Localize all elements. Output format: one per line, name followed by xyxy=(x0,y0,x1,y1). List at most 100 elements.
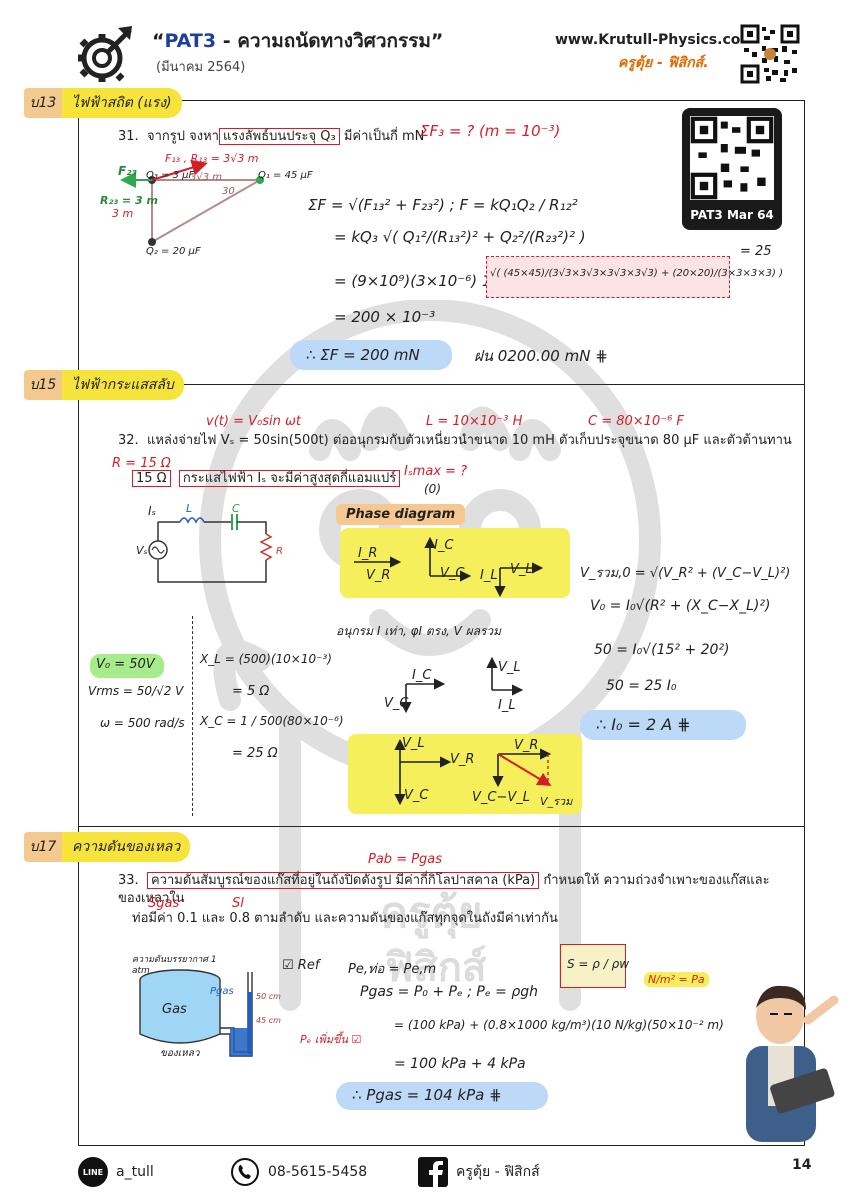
q33-pe-eq: Pe,ท่อ = Pe,m xyxy=(348,962,437,977)
q32-answer-text: ∴ I₀ = 2 A ⋕ xyxy=(596,715,691,734)
fig-label-f23: F₂₃ xyxy=(118,164,137,178)
section-label: ไฟฟ้าสถิต (แรง) xyxy=(62,88,182,118)
question-number: 32. xyxy=(118,433,139,448)
qr-code-icon xyxy=(690,116,774,200)
phase2-ic: I_C xyxy=(412,668,432,683)
watermark-text-2: ฟิสิกส์ xyxy=(385,945,487,991)
q31-eq-2: = kQ₃ √( Q₁²/(R₁₃²)² + Q₂²/(R₂₃²)² ) xyxy=(334,228,586,246)
fig-label-atm: ความดันบรรยากาศ 1 atm xyxy=(132,955,217,976)
fig-label-liquid: ของเหลว xyxy=(160,1048,200,1059)
content-frame xyxy=(78,100,805,1146)
q32-ann-i0: (0) xyxy=(424,482,441,496)
phase-vr: V_R xyxy=(366,568,391,583)
q32-rhs-4: 50 = 25 I₀ xyxy=(606,678,677,694)
website-link[interactable]: www.Krutull-Physics.com xyxy=(555,32,755,48)
qr-badge[interactable]: PAT3 Mar 64 xyxy=(682,108,782,230)
question-text: กำหนดให้ ความถ่วงจำเพาะของแก๊สและของเหลว… xyxy=(118,873,770,906)
fig-label-50cm: 50 cm xyxy=(256,992,281,1001)
phase3-vr: V_R xyxy=(450,752,475,767)
q33-answer: ∴ Pgas = 104 kPa ⋕ xyxy=(336,1082,548,1110)
q31-eq-3c: = 25 xyxy=(740,244,772,259)
fig-label-f13: F₁₃ , R₁₃ = 3√3 m xyxy=(165,152,259,165)
section-label: ความดันของเหลว xyxy=(62,832,191,862)
phase3-vsum: V_รวม xyxy=(540,795,573,808)
footer-facebook[interactable]: ครูตุ้ย - ฟิสิกส์ xyxy=(418,1157,540,1187)
q32-omega: ω = 500 rad/s xyxy=(100,716,185,730)
q33-eq-2: = (100 kPa) + (0.8×1000 kg/m³)(10 N/kg)(… xyxy=(394,1018,724,1032)
phase-ic: I_C xyxy=(434,538,454,553)
q31-eq-4: = 200 × 10⁻³ xyxy=(334,308,436,326)
phase-diagram-arrows xyxy=(354,536,544,598)
question-text: จากรูป จงหา xyxy=(146,129,219,144)
q32-vrms: Vrms = 50/√2 V xyxy=(88,684,184,698)
fig-label-angle: 30 xyxy=(222,186,235,197)
title-code: PAT3 xyxy=(164,30,217,52)
question-highlight: แรงลัพธ์บนประจุ Q₃ xyxy=(218,128,340,145)
circuit-label-vs: Vₛ xyxy=(136,544,148,557)
header-qr-code-icon[interactable] xyxy=(740,24,800,84)
page-subtitle: (มีนาคม 2564) xyxy=(156,60,246,75)
q32-rhs-2: V₀ = I₀√(R² + (X_C−X_L)²) xyxy=(590,598,771,614)
section-tag-b15: บ15 ไฟฟ้ากระแสสลับ xyxy=(24,370,184,400)
phase-note: อนุกรม I เท่า, φI ตรง, V ผลรวม xyxy=(336,624,502,638)
q32-xc-1: X_C = 1 / 500(80×10⁻⁶) xyxy=(200,714,344,728)
fig-label-q3: Q₃ = 3 μF xyxy=(146,170,195,181)
page-number: 14 xyxy=(792,1157,812,1173)
facebook-name: ครูตุ้ย - ฟิสิกส์ xyxy=(456,1164,540,1180)
fig-label-45cm: 45 cm xyxy=(256,1016,281,1025)
section-tag-b17: บ17 ความดันของเหลว xyxy=(24,832,191,862)
fig-label-q1: Q₁ = 45 μF xyxy=(258,170,313,181)
q33-ref: ☑ Ref xyxy=(282,958,320,973)
question-32-line2: 15 Ω กระแสไฟฟ้า Iₛ จะมีค่าสูงสุดกี่แอมแป… xyxy=(132,470,401,488)
fig-label-gas: Gas xyxy=(162,1002,187,1017)
footer-phone[interactable]: 08-5615-5458 xyxy=(230,1157,367,1187)
phone-number: 08-5615-5458 xyxy=(268,1164,368,1180)
fig-label-r23: R₂₃ = 3 m xyxy=(100,194,158,207)
q33-ann-sgas: Sgas xyxy=(148,896,180,911)
q32-v0: V₀ = 50V xyxy=(96,657,155,672)
q32-rhs-3: 50 = I₀√(15² + 20²) xyxy=(594,642,730,658)
q32-ann-v: v(t) = V₀sin ωt xyxy=(206,414,301,429)
q32-ann-i: Iₛmax = ? xyxy=(404,464,468,479)
q32-ann-r: R = 15 Ω xyxy=(112,456,171,471)
gas-tank-figure xyxy=(139,969,253,1057)
question-highlight: ความดันสัมบูรณ์ของแก๊สที่อยู่ในถังปิดดัง… xyxy=(146,872,540,889)
q32-xl-2: = 5 Ω xyxy=(232,684,270,699)
q32-ann-l: L = 10×10⁻³ H xyxy=(426,414,523,429)
circuit-label-r: R xyxy=(276,546,283,557)
footer-line[interactable]: LINE a_tull xyxy=(78,1157,154,1187)
section-number: บ15 xyxy=(24,370,62,400)
phase-diagram-2 xyxy=(400,656,524,714)
q31-answer-text: ∴ ΣF = 200 mN xyxy=(306,346,420,364)
q31-eq-3b: √( (45×45)/(3√3×3√3×3√3×3√3) + (20×20)/(… xyxy=(490,268,783,279)
section-divider xyxy=(78,100,805,101)
fig-label-q2: Q₂ = 20 μF xyxy=(146,246,201,257)
phase-ir: I_R xyxy=(358,546,378,561)
q33-npa: N/m² = Pa xyxy=(644,972,709,987)
title-rest: - ความถนัดทางวิศวกรรม” xyxy=(216,30,444,52)
title-quote: “ xyxy=(152,30,165,52)
question-text: แหล่งจ่ายไฟ Vₛ = 50sin(500t) ต่ออนุกรมกั… xyxy=(146,433,792,448)
phase-il: I_L xyxy=(480,568,498,583)
q33-ann-pab: Pab = Pgas xyxy=(368,852,443,867)
phase-vl: V_L xyxy=(510,562,533,577)
qr-badge-label: PAT3 Mar 64 xyxy=(690,208,774,222)
q31-eq-3b-box xyxy=(486,256,730,298)
circuit-label-is: Iₛ xyxy=(148,504,157,518)
rlc-circuit-diagram xyxy=(148,514,273,583)
phase-sum-arrows xyxy=(394,738,552,806)
section-number: บ13 xyxy=(24,88,62,118)
phase3-vr2: V_R xyxy=(514,738,539,753)
facebook-icon xyxy=(418,1157,448,1187)
q32-xl-1: X_L = (500)(10×10⁻³) xyxy=(200,652,332,666)
section-tag-b13: บ13 ไฟฟ้าสถิต (แรง) xyxy=(24,88,182,118)
section-divider xyxy=(78,826,805,827)
q33-eq-3: = 100 kPa + 4 kPa xyxy=(394,1056,526,1072)
line-id: a_tull xyxy=(116,1164,154,1180)
question-highlight: กระแสไฟฟ้า Iₛ จะมีค่าสูงสุดกี่แอมแปร์ xyxy=(178,470,401,487)
teacher-avatar xyxy=(716,980,840,1142)
question-33: 33. ความดันสัมบูรณ์ของแก๊สที่อยู่ในถังปิ… xyxy=(118,872,798,908)
question-number: 31. xyxy=(118,129,139,144)
q31-answer: ∴ ΣF = 200 mN xyxy=(290,340,452,370)
phase2-il: I_L xyxy=(498,698,516,713)
